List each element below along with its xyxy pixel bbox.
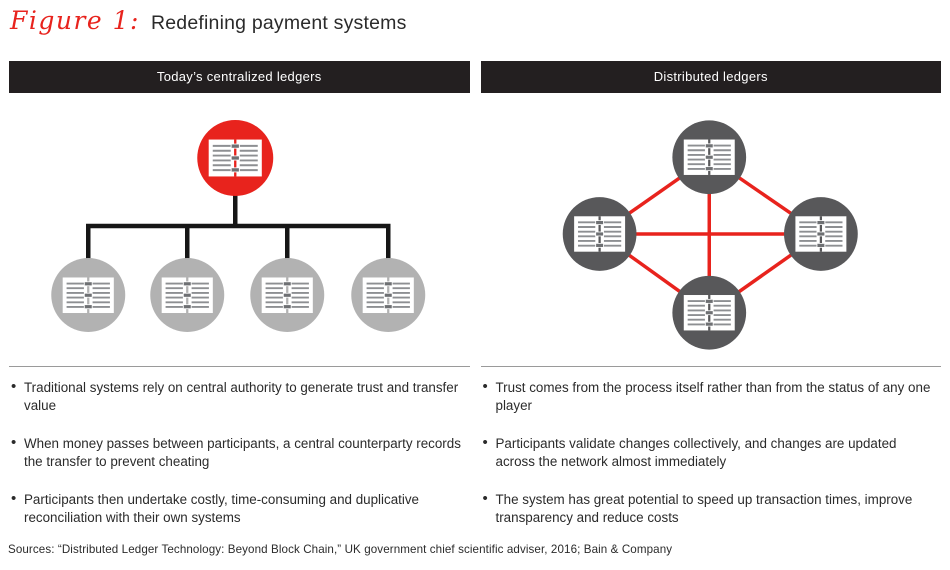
open-ledger-book-icon	[161, 277, 214, 314]
figure-title-text: Redefining payment systems	[150, 12, 407, 34]
bullet-item: Traditional systems rely on central auth…	[11, 378, 467, 415]
participant-node	[250, 258, 325, 332]
open-ledger-book-icon	[682, 138, 735, 176]
panel-divider-rule	[9, 366, 470, 367]
panel-divider-rule	[480, 366, 941, 367]
participant-node	[51, 258, 126, 332]
open-ledger-book-icon	[682, 294, 735, 332]
participant-node	[351, 258, 426, 332]
bullet-item: When money passes between participants, …	[11, 434, 467, 471]
central-authority-node	[197, 120, 274, 196]
open-ledger-book-icon	[794, 215, 847, 253]
figure-number-label: Figure 1:	[10, 6, 140, 35]
open-ledger-book-icon	[208, 139, 263, 177]
distributed-node	[783, 197, 858, 271]
bullet-item: The system has great potential to speed …	[483, 490, 939, 527]
sources-note: Sources: “Distributed Ledger Technology:…	[8, 543, 673, 556]
distributed-node	[671, 275, 746, 350]
bullet-item: Trust comes from the process itself rath…	[483, 378, 939, 415]
participant-node	[150, 258, 225, 332]
figure-title-row: Figure 1: Redefining payment systems	[10, 6, 407, 35]
panel-centralized: Today’s centralized ledgers	[9, 61, 470, 547]
panel-distributed: Distributed ledgers	[480, 61, 942, 547]
open-ledger-book-icon	[573, 215, 626, 253]
bullet-item: Participants validate changes collective…	[483, 434, 939, 471]
distributed-ledger-diagram	[562, 120, 858, 350]
panel-header-centralized: Today’s centralized ledgers	[9, 61, 470, 93]
bullet-list-centralized: Traditional systems rely on central auth…	[9, 378, 470, 527]
open-ledger-book-icon	[362, 277, 415, 314]
distributed-node	[562, 197, 636, 271]
open-ledger-book-icon	[261, 277, 314, 314]
distributed-node	[671, 120, 746, 195]
panel-columns: Today’s centralized ledgers	[9, 61, 941, 547]
bullet-list-distributed: Trust comes from the process itself rath…	[481, 378, 942, 527]
panel-header-distributed: Distributed ledgers	[480, 61, 941, 93]
open-ledger-book-icon	[62, 277, 115, 314]
bullet-item: Participants then undertake costly, time…	[11, 490, 467, 527]
centralized-ledger-diagram	[51, 120, 426, 332]
